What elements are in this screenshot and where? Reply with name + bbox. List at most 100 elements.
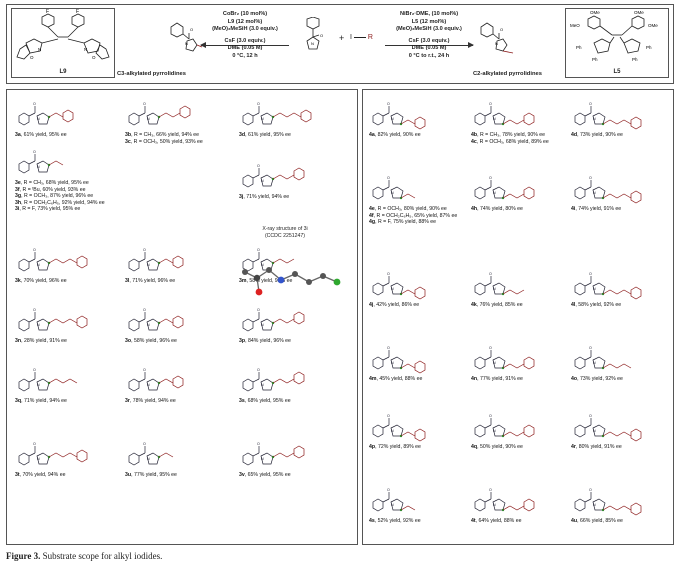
- c3-product-label: 3j, 71% yield, 94% ee: [239, 194, 289, 201]
- xray-caption-ccdc: (CCDC 2251247): [264, 233, 306, 239]
- compound-id: 3n: [15, 338, 22, 344]
- c3-product-label: 3l, 71% yield, 96% ee: [125, 278, 175, 285]
- compound-id: 4k: [471, 302, 477, 308]
- svg-text:N: N: [391, 287, 394, 291]
- compound-id: 3i: [15, 206, 20, 213]
- yield-ee-text: , 42% yield, 86% ee: [373, 302, 420, 308]
- svg-text:N: N: [593, 429, 596, 433]
- compound-line: 4i, 74% yield, 91% ee: [571, 206, 621, 213]
- svg-text:N: N: [147, 117, 150, 121]
- yield-ee-text: , R = ᵗBu, 60% yield, 93% ee: [19, 186, 86, 193]
- plus-sign: +: [339, 33, 345, 43]
- svg-text:O: O: [143, 442, 146, 446]
- svg-text:O: O: [190, 27, 193, 32]
- yield-ee-text: , 77% yield, 95% ee: [131, 472, 177, 478]
- compound-id: 4p: [369, 444, 376, 450]
- molecule-structure: NO: [372, 102, 426, 130]
- compound-line: 4o, 73% yield, 92% ee: [571, 376, 623, 383]
- compound-id: 3r: [125, 398, 130, 404]
- c3-product-cell: N O 3u, 77% yield, 95% ee: [125, 436, 235, 496]
- svg-text:N: N: [37, 323, 40, 327]
- svg-text:O: O: [500, 27, 503, 32]
- yield-ee-text: , R = F, 75% yield, 88% ee: [375, 219, 437, 226]
- condition-line: DME (0.05 M): [227, 45, 263, 52]
- c3-product-label: 3t, 70% yield, 94% ee: [15, 472, 65, 479]
- compound-id: 4t: [471, 518, 476, 524]
- c3-product-label: 3m, 58% yield, 95% ee: [239, 278, 292, 285]
- right-reaction-arrow: [385, 42, 474, 48]
- svg-text:N: N: [38, 47, 41, 52]
- svg-text:O: O: [257, 102, 260, 106]
- c3-product-label: 3d, 61% yield, 95% ee: [239, 132, 291, 139]
- compound-id: 3k: [15, 278, 21, 284]
- compound-id: 4a: [369, 132, 375, 138]
- svg-text:O: O: [387, 346, 390, 350]
- svg-text:O: O: [257, 308, 260, 312]
- molecule-structure: NO: [372, 414, 426, 442]
- svg-text:O: O: [33, 150, 36, 154]
- yield-ee-text: , 28% yield, 91% ee: [21, 338, 67, 344]
- svg-text:O: O: [257, 442, 260, 446]
- svg-text:O: O: [143, 248, 146, 252]
- yield-ee-text: , R = OCH₃, 50% yield, 93% ee: [130, 138, 203, 145]
- svg-text:O: O: [387, 102, 390, 106]
- compound-id: 3p: [239, 338, 246, 344]
- compound-line: 4g, R = F, 75% yield, 88% ee: [369, 219, 457, 226]
- yield-ee-text: , 74% yield, 80% ee: [477, 206, 523, 212]
- svg-text:N: N: [37, 165, 40, 169]
- yield-ee-text: , R = CH₃, 78% yield, 90% ee: [477, 132, 546, 138]
- svg-text:OMe: OMe: [648, 23, 658, 28]
- compound-id: 4u: [571, 518, 578, 524]
- c2-product-label: 4a, 82% yield, 90% ee: [369, 132, 421, 139]
- compound-line: 3f, R = ᵗBu, 60% yield, 93% ee: [15, 187, 105, 194]
- compound-id: 3a: [15, 132, 21, 138]
- compound-line: 4s, 52% yield, 92% ee: [369, 518, 421, 525]
- substrate-structure: O N: [306, 17, 323, 50]
- svg-text:N: N: [147, 457, 150, 461]
- compound-id: 4e: [369, 206, 375, 212]
- compound-line: 3g, R = OCH₃, 87% yield, 96% ee: [15, 193, 105, 200]
- reagent-iodide: I R: [350, 34, 373, 41]
- svg-text:O: O: [320, 33, 323, 38]
- c3-product-label: 3r, 78% yield, 94% ee: [125, 398, 176, 405]
- left-reaction-arrow: [200, 42, 289, 48]
- yield-ee-text: , 52% yield, 92% ee: [374, 518, 421, 524]
- yield-ee-text: , 66% yield, 85% ee: [577, 518, 623, 524]
- figure-caption-text: Substrate scope for alkyl iodides.: [40, 551, 163, 561]
- svg-text:O: O: [387, 272, 390, 276]
- svg-text:O: O: [33, 308, 36, 312]
- compound-line: 3a, 61% yield, 95% ee: [15, 132, 67, 139]
- svg-text:O: O: [387, 176, 390, 180]
- svg-text:N: N: [391, 503, 394, 507]
- compound-id: 4g: [369, 219, 376, 226]
- svg-text:N: N: [593, 191, 596, 195]
- molecule-structure: NO: [474, 176, 535, 200]
- svg-text:N: N: [261, 457, 264, 461]
- molecule-structure: NO: [128, 368, 184, 392]
- compound-id: 3d: [239, 132, 246, 138]
- ligand-l9: F F N N O O L9: [11, 8, 115, 78]
- right-product-caption: C2-alkylated pyrrolidines: [473, 71, 542, 77]
- compound-id: 3m: [239, 278, 247, 284]
- compound-line: 3d, 61% yield, 95% ee: [239, 132, 291, 139]
- molecule-structure: NO: [474, 346, 535, 370]
- svg-text:N: N: [493, 429, 496, 433]
- compound-line: 4p, 72% yield, 89% ee: [369, 444, 421, 451]
- svg-text:N: N: [147, 383, 150, 387]
- compound-line: 3u, 77% yield, 95% ee: [125, 472, 177, 479]
- yield-ee-text: , R = OCH₃, 87% yield, 96% ee: [21, 193, 94, 200]
- right-product-structure: N O: [480, 22, 514, 54]
- molecule-structure: NO: [474, 488, 535, 512]
- condition-line: DME (0.05 M): [411, 45, 447, 52]
- svg-text:N: N: [261, 117, 264, 121]
